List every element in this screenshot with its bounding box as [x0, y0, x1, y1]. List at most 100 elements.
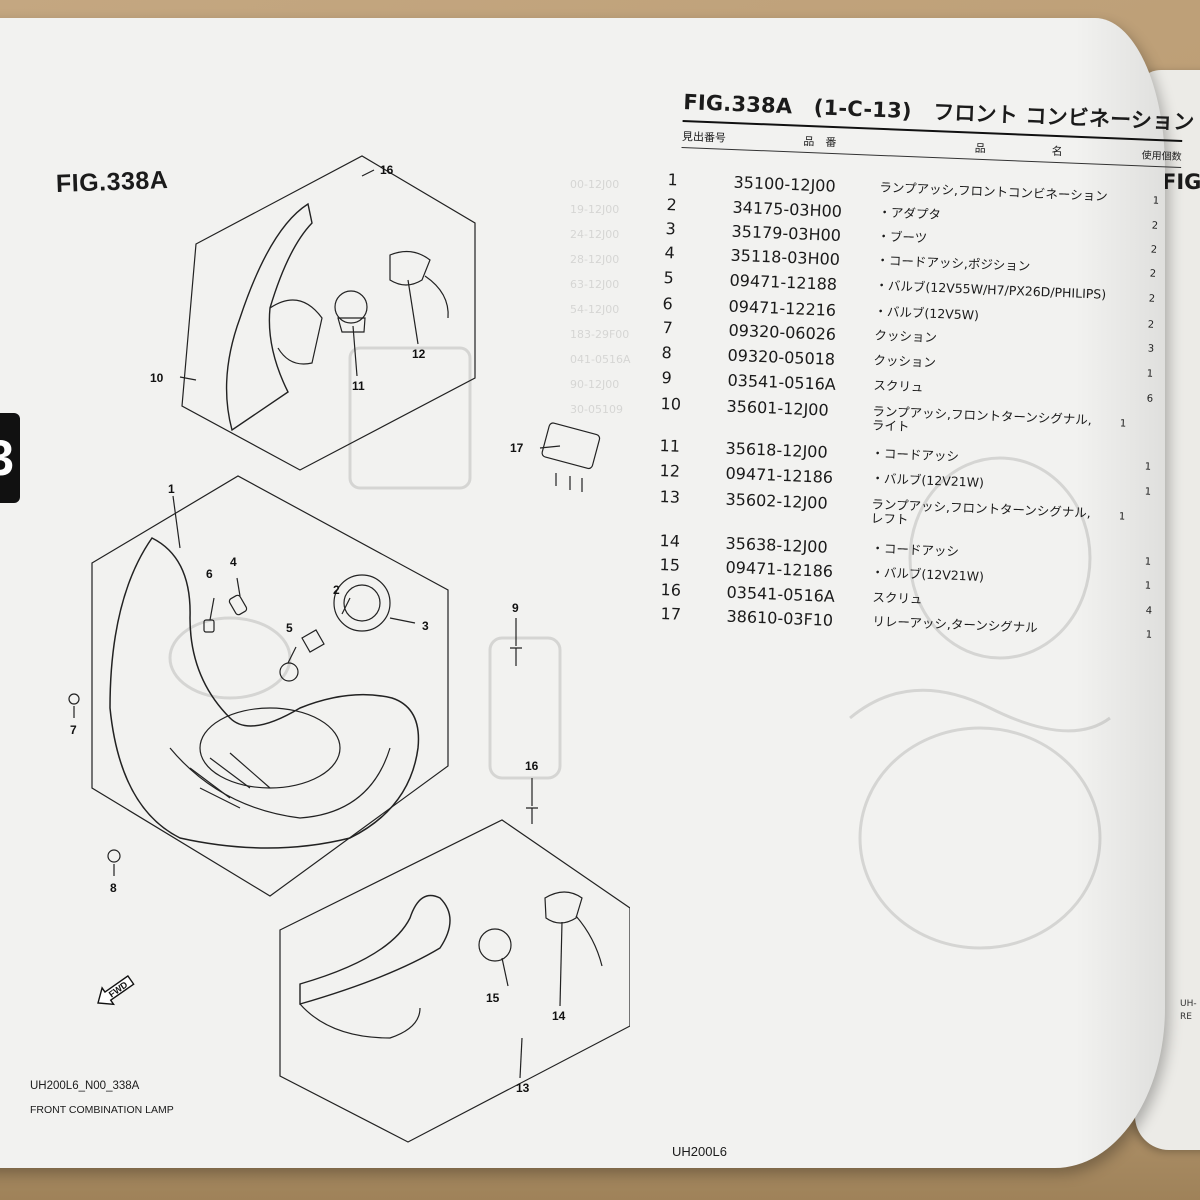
ref-number: 5	[663, 268, 675, 288]
headlamp-cap	[333, 574, 391, 632]
quantity: 2	[1151, 220, 1159, 232]
headlamp-reflector	[199, 707, 341, 789]
quantity: 2	[1149, 268, 1157, 280]
callout-label: 12	[412, 347, 426, 361]
quantity: 1	[1146, 368, 1154, 380]
ref-number: 7	[662, 318, 674, 338]
ref-number: 14	[659, 531, 681, 551]
callout-label: 5	[286, 621, 293, 635]
callout-label: 10	[150, 371, 164, 385]
lower-assembly-outline	[279, 819, 630, 1143]
lower-socket	[544, 891, 583, 924]
part-name: スクリュ	[872, 589, 923, 607]
part-number: 35602-12J00	[725, 489, 828, 513]
catalog-page: 00-12J00 19-12J00 24-12J00 28-12J00 63-1…	[0, 18, 1165, 1168]
part-number: 09471-12186	[725, 463, 834, 487]
part-name: ランプアッシ,フロントコンビネーション	[879, 179, 1108, 204]
ref-number: 2	[666, 195, 678, 215]
quantity: 1	[1144, 580, 1152, 592]
quantity: 1	[1119, 418, 1127, 430]
part-number: 35601-12J00	[726, 396, 829, 420]
part-number: 09471-12186	[725, 557, 834, 581]
callout-label: 8	[110, 881, 117, 895]
relay-box	[541, 422, 601, 470]
quantity: 1	[1144, 461, 1152, 473]
next-page-fig-label: FIG.	[1162, 170, 1200, 194]
position-socket	[228, 594, 248, 616]
quantity: 1	[1144, 486, 1152, 498]
quantity: 3	[1147, 343, 1155, 355]
headlamp-housing	[109, 537, 420, 849]
next-page-code: UH- RE	[1180, 999, 1197, 1022]
ref-number: 8	[661, 343, 673, 363]
part-number: 35618-12J00	[725, 438, 828, 462]
upper-turn-signal-lamp	[225, 202, 313, 432]
part-number: 03541-0516A	[727, 370, 837, 394]
quantity: 1	[1144, 556, 1152, 568]
callout-label: 6	[206, 567, 213, 581]
part-number: 35638-12J00	[725, 533, 828, 557]
part-name: ・コードアッシ	[871, 445, 960, 465]
part-number: 38610-03F10	[726, 606, 834, 630]
lower-bulb	[478, 928, 512, 962]
ref-number: 13	[659, 487, 681, 507]
part-number: 09471-12216	[728, 296, 837, 320]
callout-label: 11	[352, 379, 365, 393]
part-number: 09320-06026	[728, 320, 837, 344]
part-name: ランプアッシ,フロントターンシグナル,レフト	[870, 496, 1092, 527]
part-name: ・バルブ(12V21W)	[871, 564, 985, 585]
part-name: ランプアッシ,フロントターンシグナル,ライト	[871, 403, 1093, 434]
quantity: 1	[1118, 511, 1126, 523]
exploded-parts-diagram: 16 10 11 12 17 1 2 6 4 3 5 9 7 16 8 14 1…	[68, 155, 630, 1143]
page-footer-model: UH200L6	[672, 1144, 727, 1159]
part-name: クッション	[874, 327, 938, 346]
quantity: 4	[1145, 605, 1153, 617]
upper-bulb	[334, 290, 368, 324]
part-number: 09471-12188	[729, 270, 838, 294]
part-name: ・コードアッシ	[871, 540, 960, 560]
part-name: スクリュ	[873, 377, 924, 395]
callout-label: 9	[512, 601, 519, 615]
quantity: 1	[1152, 195, 1160, 207]
callout-label: 13	[516, 1081, 530, 1095]
callout-label: 4	[230, 555, 237, 569]
callout-label: 16	[380, 163, 394, 177]
part-number: 35179-03H00	[731, 221, 842, 246]
part-number: 35100-12J00	[733, 172, 836, 196]
ref-number: 3	[665, 219, 677, 239]
part-name: クッション	[873, 352, 937, 371]
quantity: 2	[1150, 244, 1158, 256]
callout-label: 14	[552, 1009, 566, 1023]
quantity: 6	[1146, 393, 1154, 405]
headlamp-bulb	[301, 629, 325, 653]
section-tab: 3	[0, 413, 20, 503]
ref-number: 16	[660, 580, 682, 600]
part-number: 35118-03H00	[730, 245, 841, 270]
upper-assembly-outline	[181, 155, 476, 471]
part-name: ・バルブ(12V21W)	[871, 470, 985, 491]
lower-turn-signal-lamp	[299, 894, 451, 1005]
callout-label: 3	[422, 619, 429, 633]
upper-socket	[389, 250, 431, 286]
quantity: 1	[1145, 629, 1153, 641]
callout-label: 16	[525, 759, 539, 773]
callout-label: 2	[333, 583, 340, 597]
ref-number: 4	[664, 243, 676, 263]
callout-label: 17	[510, 441, 524, 455]
drawing-code: UH200L6_N00_338A	[30, 1080, 140, 1092]
part-number: 34175-03H00	[732, 197, 843, 222]
part-name: ・バルブ(12V55W/H7/PX26D/PHILIPS)	[875, 277, 1107, 302]
ref-number: 11	[659, 436, 681, 456]
part-name: ・コードアッシ,ポジション	[876, 252, 1031, 274]
part-number: 03541-0516A	[726, 582, 836, 606]
ref-number: 17	[660, 604, 682, 624]
part-name: ・ブーツ	[877, 228, 928, 246]
ref-number: 6	[662, 294, 674, 314]
quantity: 2	[1147, 319, 1155, 331]
callout-label: 15	[486, 991, 500, 1005]
callout-label: 7	[70, 723, 77, 737]
headlamp-assembly-outline	[91, 475, 449, 897]
part-number: 09320-05018	[727, 345, 836, 369]
part-name: ・アダプタ	[878, 204, 942, 223]
